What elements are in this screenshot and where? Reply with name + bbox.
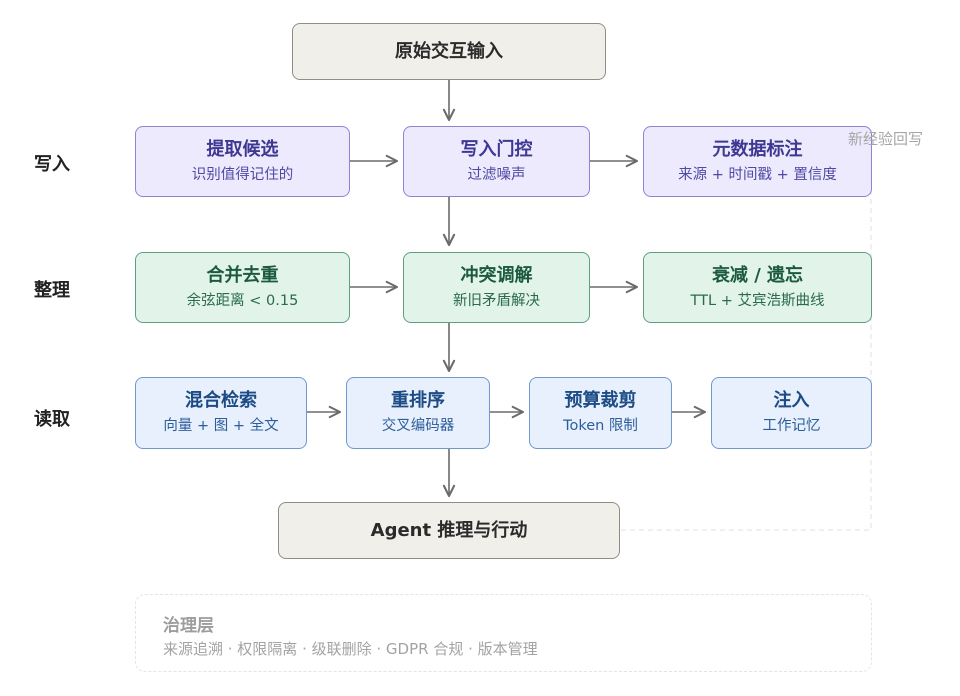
rerank-box: 重排序 交叉编码器: [346, 377, 490, 449]
input-box: 原始交互输入: [292, 23, 606, 80]
write-gate-subtitle: 过滤噪声: [467, 166, 526, 183]
hybrid-retrieval-title: 混合检索: [185, 390, 257, 411]
decay-forget-title: 衰减 / 遗忘: [711, 264, 804, 286]
metadata-title: 元数据标注: [712, 138, 803, 160]
governance-items: 来源追溯 · 权限隔离 · 级联删除 · GDPR 合规 · 版本管理: [163, 640, 538, 658]
agent-box-title: Agent 推理与行动: [370, 519, 528, 541]
rerank-title: 重排序: [391, 390, 445, 411]
agent-box: Agent 推理与行动: [278, 502, 620, 559]
write-gate-title: 写入门控: [460, 138, 533, 160]
governance-title: 治理层: [163, 616, 214, 636]
rerank-subtitle: 交叉编码器: [381, 418, 455, 434]
conflict-resolution-subtitle: 新旧矛盾解决: [453, 292, 540, 309]
metadata-box: 元数据标注 来源 + 时间戳 + 置信度: [643, 126, 872, 197]
row-label-write: 写入: [34, 154, 70, 175]
merge-dedupe-title: 合并去重: [206, 264, 279, 286]
inject-title: 注入: [773, 390, 810, 411]
governance-layer: [135, 594, 872, 672]
inject-box: 注入 工作记忆: [711, 377, 872, 449]
hybrid-retrieval-box: 混合检索 向量 + 图 + 全文: [135, 377, 307, 449]
metadata-subtitle: 来源 + 时间戳 + 置信度: [678, 166, 837, 183]
hybrid-retrieval-subtitle: 向量 + 图 + 全文: [163, 418, 279, 434]
write-gate-box: 写入门控 过滤噪声: [403, 126, 590, 197]
conflict-resolution-title: 冲突调解: [460, 264, 533, 286]
extract-candidates-title: 提取候选: [206, 138, 279, 160]
merge-dedupe-subtitle: 余弦距离 < 0.15: [186, 292, 299, 309]
extract-candidates-box: 提取候选 识别值得记住的: [135, 126, 350, 197]
row-label-read: 读取: [34, 409, 70, 430]
feedback-loop-line: [620, 190, 872, 531]
inject-subtitle: 工作记忆: [762, 418, 821, 434]
decay-forget-box: 衰减 / 遗忘 TTL + 艾宾浩斯曲线: [643, 252, 872, 323]
input-box-title: 原始交互输入: [395, 40, 503, 62]
decay-forget-subtitle: TTL + 艾宾浩斯曲线: [690, 292, 825, 309]
budget-trim-title: 预算裁剪: [564, 390, 637, 411]
extract-candidates-subtitle: 识别值得记住的: [191, 166, 294, 183]
conflict-resolution-box: 冲突调解 新旧矛盾解决: [403, 252, 590, 323]
row-label-organize: 整理: [34, 280, 70, 301]
merge-dedupe-box: 合并去重 余弦距离 < 0.15: [135, 252, 350, 323]
feedback-note: 新经验回写: [848, 130, 924, 148]
budget-trim-subtitle: Token 限制: [563, 418, 638, 434]
budget-trim-box: 预算裁剪 Token 限制: [529, 377, 672, 449]
